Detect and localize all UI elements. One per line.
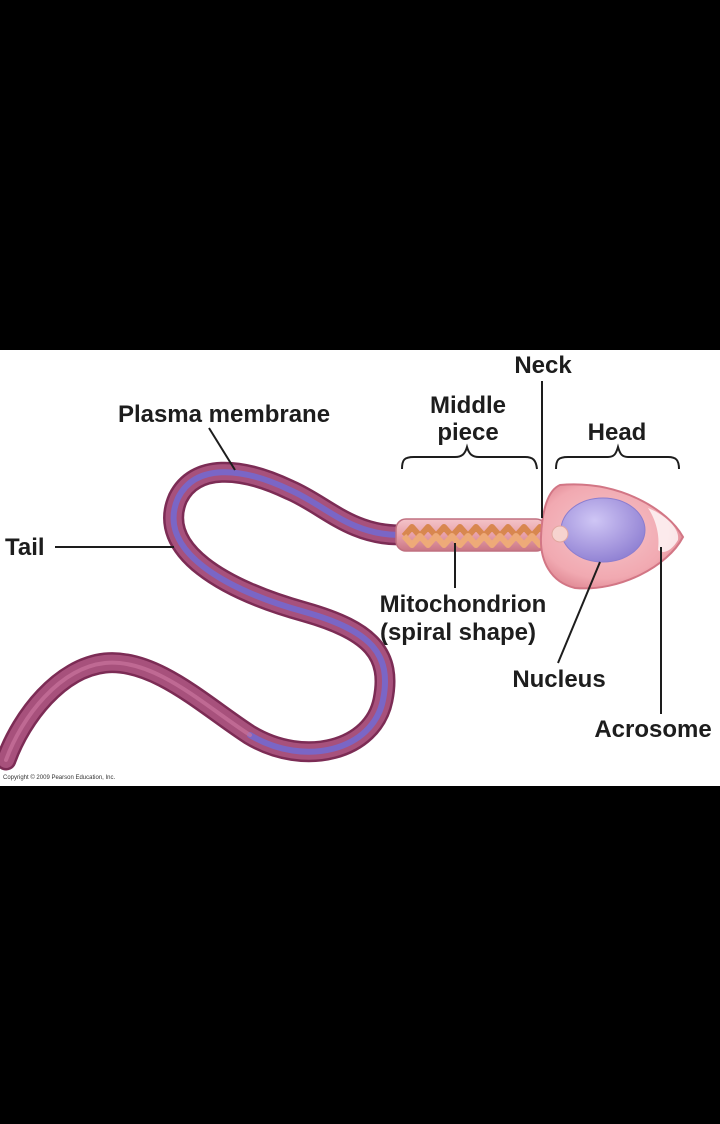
head	[539, 483, 685, 590]
label-nucleus: Nucleus	[512, 666, 605, 693]
label-mitochondrion-line2: (spiral shape)	[380, 619, 536, 646]
label-mitochondrion-line1: Mitochondrion	[380, 591, 547, 618]
acrosome-cap	[648, 508, 679, 552]
diagram-panel: Neck Middle piece Head Plasma membrane T…	[0, 350, 720, 786]
label-middle-piece-line1: Middle	[430, 392, 506, 419]
middle-piece	[395, 518, 551, 552]
label-head: Head	[588, 419, 647, 446]
copyright-notice: Copyright © 2009 Pearson Education, Inc.	[3, 774, 115, 781]
centriole	[551, 525, 569, 543]
head-bracket	[555, 443, 680, 470]
label-acrosome: Acrosome	[594, 716, 711, 743]
plasma-membrane-leader	[208, 427, 236, 471]
label-neck: Neck	[514, 352, 572, 379]
mitochondrion-spiral	[401, 524, 551, 548]
sperm-cell-diagram: Neck Middle piece Head Plasma membrane T…	[0, 352, 712, 781]
middle-piece-bracket	[401, 443, 538, 470]
nucleus-shape	[560, 497, 646, 563]
tail-flagellum	[0, 461, 411, 771]
label-tail: Tail	[5, 534, 45, 561]
label-plasma-membrane: Plasma membrane	[118, 401, 330, 428]
nucleus-leader	[557, 561, 601, 664]
label-middle-piece-line2: piece	[437, 419, 498, 446]
